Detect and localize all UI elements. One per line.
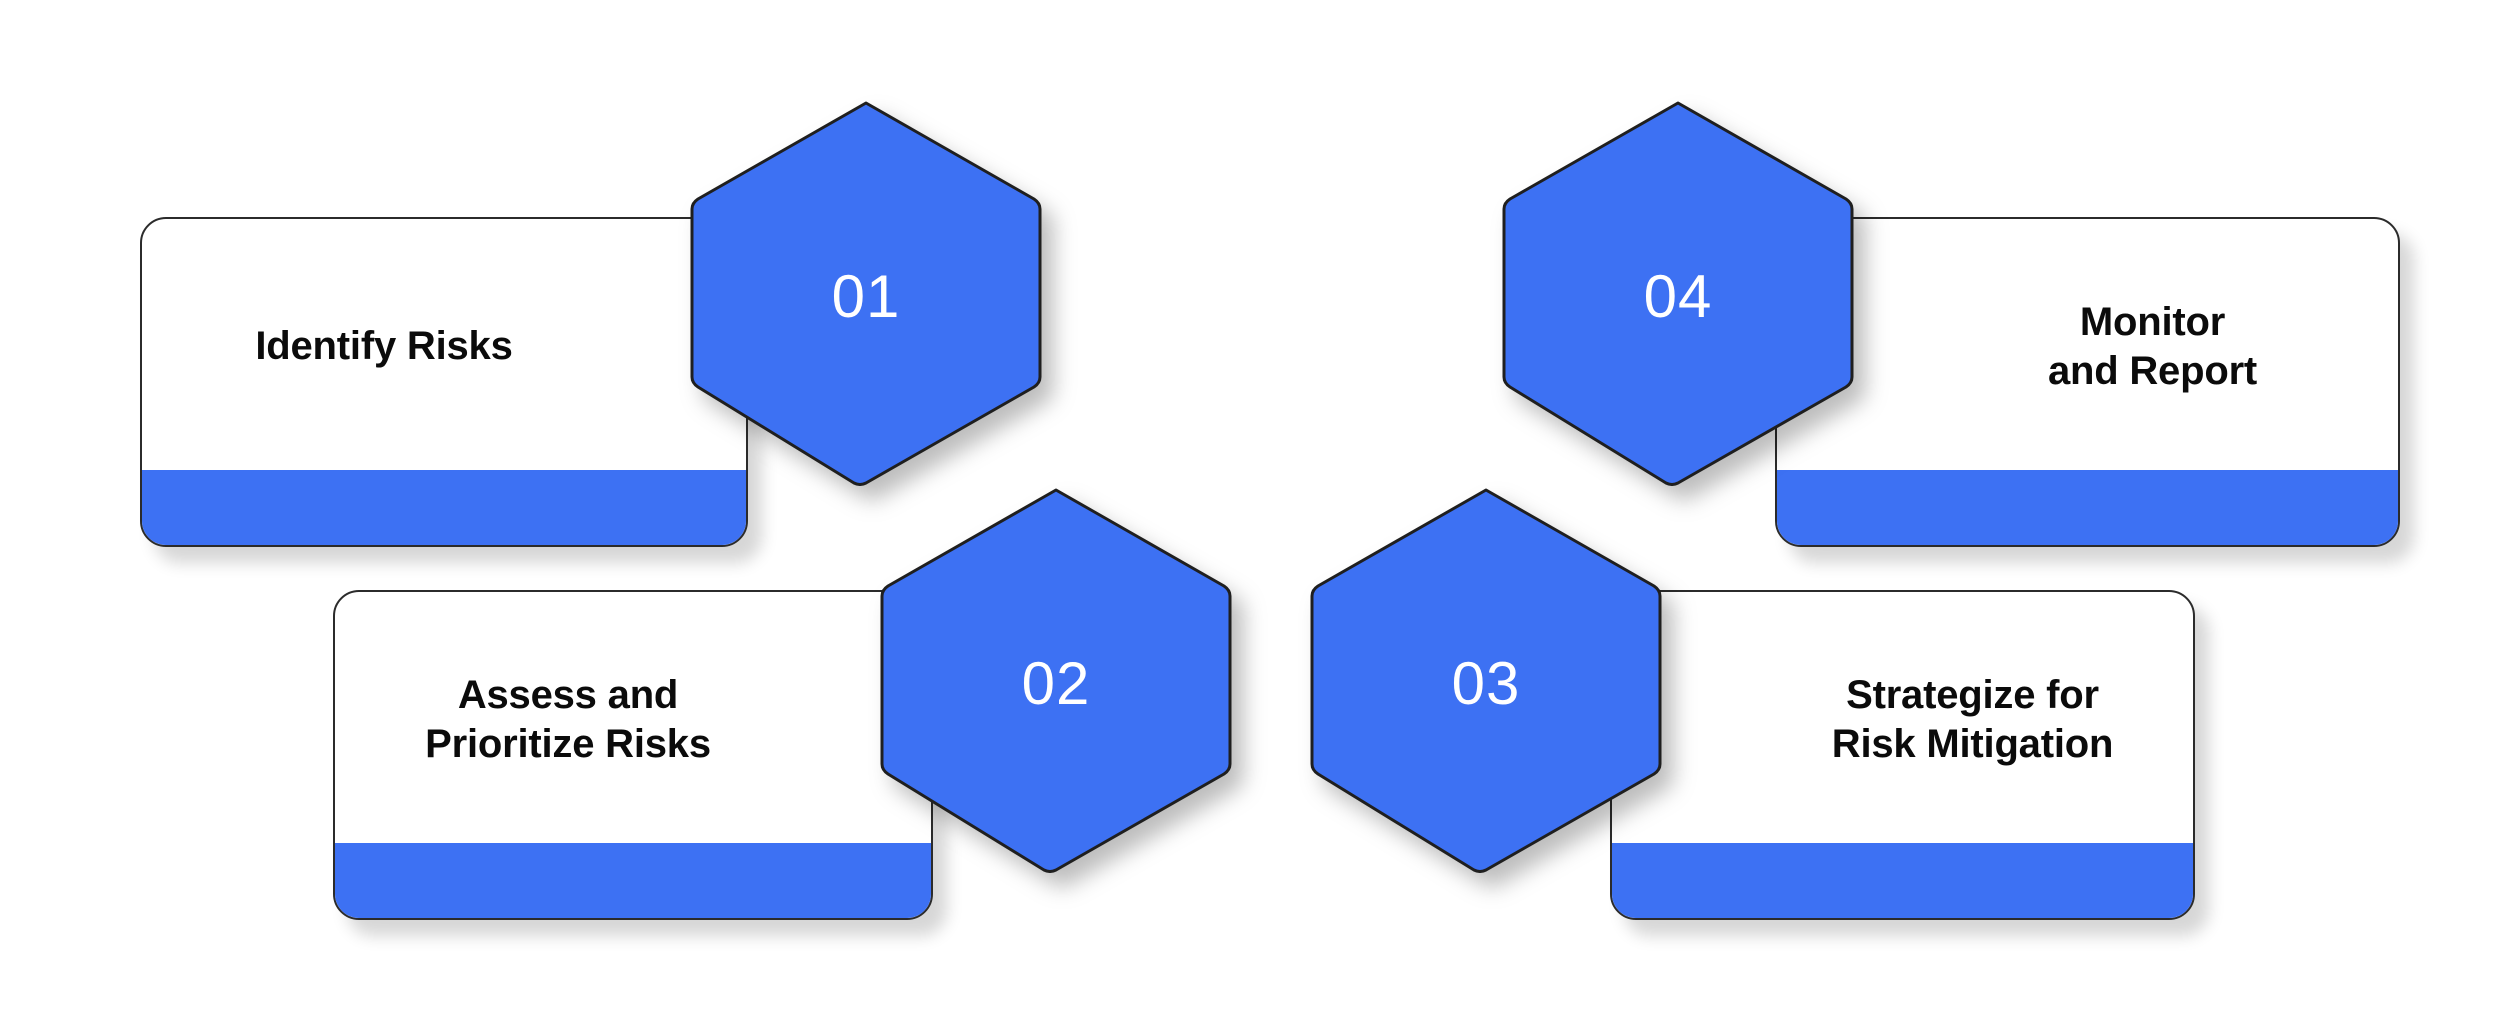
step-card-01[interactable]: Identify Risks	[140, 217, 748, 547]
step-card-04[interactable]: Monitor and Report	[1775, 217, 2400, 547]
step-card-04-footer	[1777, 470, 2398, 545]
step-hexagon-03-number: 03	[1452, 650, 1521, 717]
step-card-02-footer	[335, 843, 931, 918]
step-card-03[interactable]: Strategize for Risk Mitigation	[1610, 590, 2195, 920]
hexagon-shape-01	[690, 101, 1042, 486]
step-card-02-label: Assess and Prioritize Risks	[425, 672, 711, 766]
step-hexagon-03[interactable]: 03	[1306, 484, 1666, 876]
step-hexagon-01-number: 01	[832, 263, 901, 330]
step-card-01-body: Identify Risks	[142, 219, 746, 474]
step-hexagon-02[interactable]: 02	[876, 484, 1236, 876]
step-card-03-body: Strategize for Risk Mitigation	[1612, 592, 2193, 847]
step-hexagon-04[interactable]: 04	[1498, 97, 1858, 489]
step-hexagon-02-number: 02	[1022, 650, 1091, 717]
step-card-04-body: Monitor and Report	[1777, 219, 2398, 474]
step-hexagon-04-number: 04	[1644, 263, 1713, 330]
hexagon-shape-03	[1310, 488, 1662, 873]
step-card-03-label: Strategize for Risk Mitigation	[1831, 672, 2114, 766]
step-hexagon-01[interactable]: 01	[686, 97, 1046, 489]
step-card-01-footer	[142, 470, 746, 545]
step-card-04-label: Monitor and Report	[2047, 299, 2258, 393]
step-card-02[interactable]: Assess and Prioritize Risks	[333, 590, 933, 920]
hexagon-shape-02	[880, 488, 1232, 873]
hexagon-shape-04	[1502, 101, 1854, 486]
step-card-02-body: Assess and Prioritize Risks	[335, 592, 931, 847]
step-card-03-footer	[1612, 843, 2193, 918]
step-card-01-label: Identify Risks	[255, 324, 513, 369]
